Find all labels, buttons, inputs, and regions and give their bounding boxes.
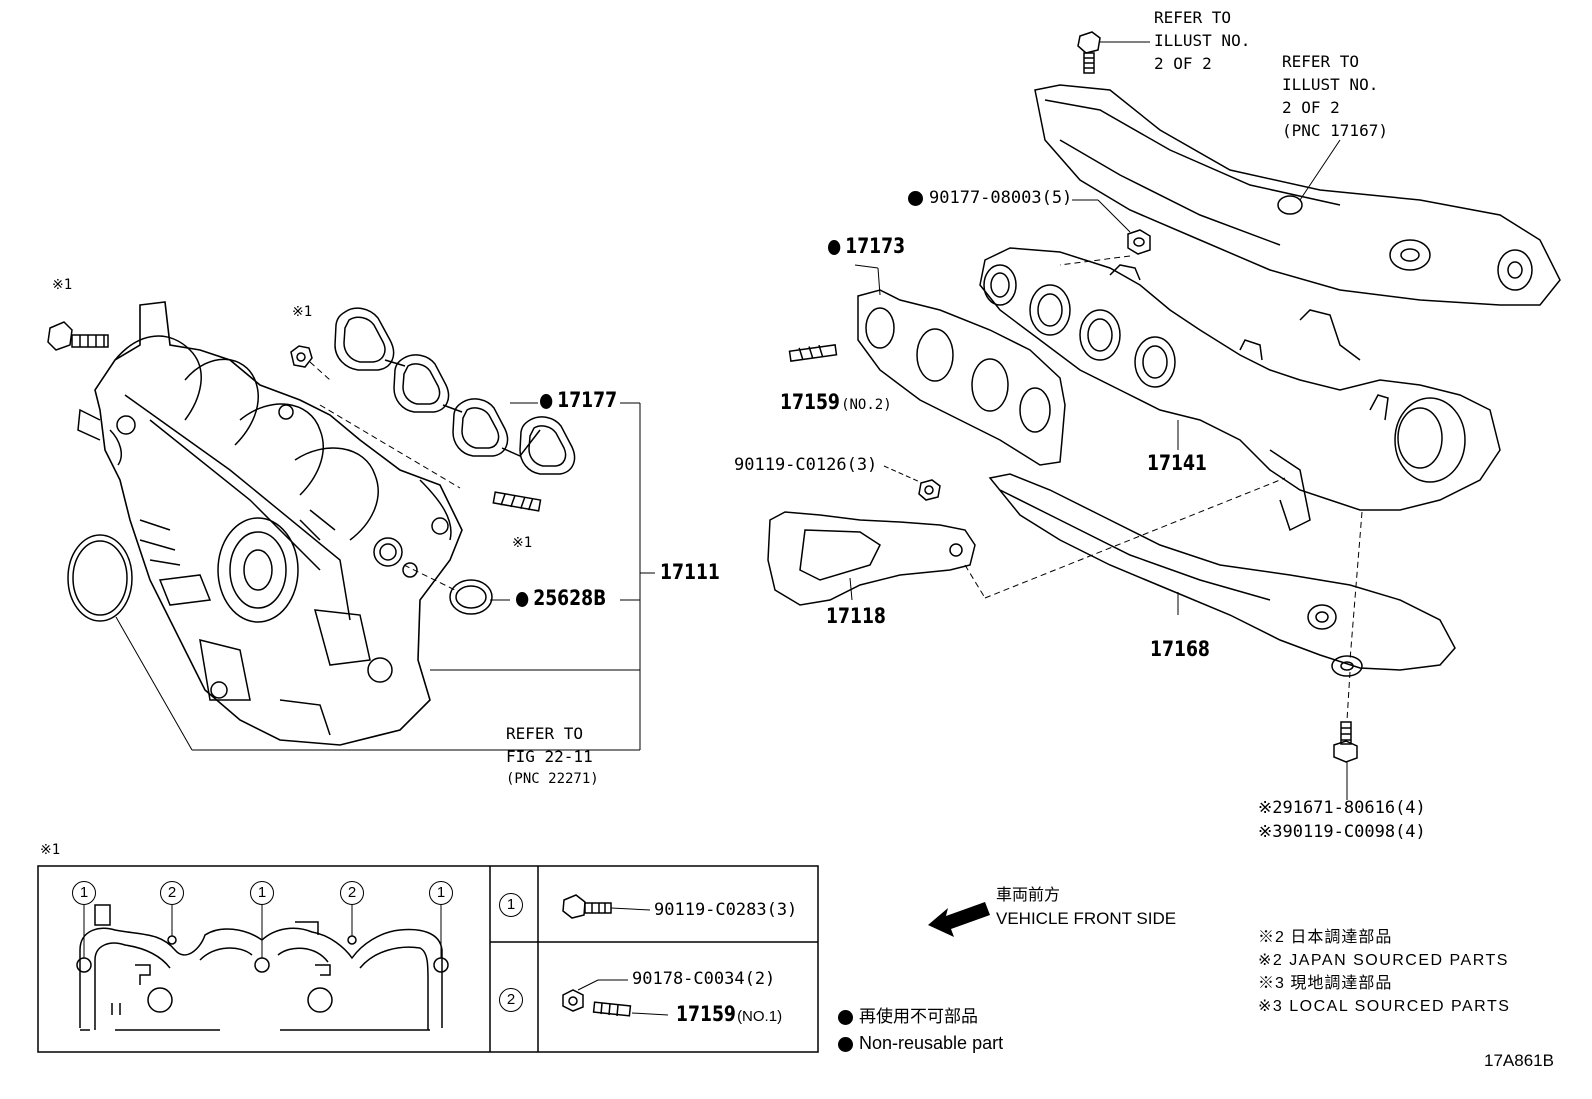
intake-gasket-drawing: [334, 307, 576, 475]
detail-bolt-drawing: [562, 894, 651, 919]
non-reusable-dot-icon: [908, 190, 923, 206]
part-label-90119-c0098[interactable]: ※390119-C0098(4): [1258, 822, 1426, 842]
part-label-17173[interactable]: 17173: [828, 236, 905, 257]
part-label-25628b[interactable]: 25628B: [516, 588, 606, 609]
upper-heat-insulator-drawing: [1034, 84, 1561, 306]
legend-local-sourced-en: ※3 LOCAL SOURCED PARTS: [1258, 998, 1511, 1015]
manifold-bracket-bolt-drawing: [883, 465, 941, 501]
exhaust-nut-drawing: [1059, 199, 1151, 266]
non-reusable-dot-icon: [516, 591, 529, 607]
legend-nonreusable-jp: 再使用不可部品: [838, 1008, 978, 1026]
assembly-bracket-17111: [430, 402, 655, 751]
heat-insulator-bolt-drawing: [1077, 31, 1150, 74]
part-label-90119-c0126[interactable]: 90119-C0126(3): [734, 455, 878, 475]
note1-marker-bolt: ※1: [52, 277, 73, 293]
stud-no2-drawing: [788, 344, 838, 362]
non-reusable-dot-icon: [540, 393, 553, 409]
non-reusable-dot-icon: [828, 239, 841, 255]
part-label-90119-c0283[interactable]: 90119-C0283(3): [654, 900, 798, 920]
legend-local-sourced-jp: ※3 現地調達部品: [1258, 975, 1393, 992]
throttle-gasket-drawing: [67, 534, 640, 751]
detail-row1-key: 1: [499, 893, 523, 917]
gasket-callout-1b: 1: [250, 881, 274, 905]
part-label-17118[interactable]: 17118: [826, 604, 886, 628]
exhaust-gasket-drawing: [854, 264, 1066, 466]
gasket-callout-2a: 2: [160, 881, 184, 905]
egr-gasket-drawing: [403, 564, 493, 615]
part-label-17159-no2[interactable]: 17159(NO.2): [780, 390, 892, 414]
direction-label-en: VEHICLE FRONT SIDE: [996, 909, 1177, 928]
gasket-callout-2b: 2: [340, 881, 364, 905]
gasket-callout-1c: 1: [429, 881, 453, 905]
direction-label-jp: 車両前方: [996, 887, 1061, 904]
note1-marker-nut: ※1: [292, 304, 313, 320]
manifold-bracket-drawing: [767, 477, 1286, 606]
part-label-17111[interactable]: 17111: [660, 560, 720, 584]
note1-marker-stud: ※1: [512, 535, 533, 551]
detail-table-frame: [37, 865, 819, 1053]
stud-drawing: [492, 491, 542, 512]
figure-id: 17A861B: [1484, 1051, 1554, 1070]
vehicle-front-arrow: [928, 902, 990, 937]
legend-jp-sourced-en: ※2 JAPAN SOURCED PARTS: [1258, 952, 1509, 969]
non-reusable-dot-icon: [838, 1036, 853, 1052]
legend-nonreusable-en: Non-reusable part: [838, 1034, 1003, 1052]
gasket-callout-1a: 1: [72, 881, 96, 905]
bolt-top-left-drawing: [47, 321, 109, 351]
detail-row2-key: 2: [499, 988, 523, 1012]
legend-jp-sourced-jp: ※2 日本調達部品: [1258, 929, 1393, 946]
detail-gasket-outline: [76, 904, 449, 1031]
part-label-17141[interactable]: 17141: [1147, 451, 1207, 475]
exhaust-manifold-drawing: [979, 247, 1501, 532]
detail-table-marker: ※1: [40, 842, 61, 858]
part-label-17177[interactable]: 17177: [540, 390, 617, 411]
part-label-90178-c0034[interactable]: 90178-C0034(2): [632, 969, 776, 989]
part-label-17159-no1[interactable]: 17159(NO.1): [676, 1002, 783, 1026]
part-label-90177-08003[interactable]: 90177-08003(5): [908, 190, 1072, 207]
lower-heat-insulator-drawing: [988, 473, 1456, 721]
nut-drawing: [290, 345, 331, 381]
intake-manifold-drawing: [77, 301, 463, 746]
lower-insulator-bolt-drawing: [1333, 721, 1358, 800]
part-label-17168[interactable]: 17168: [1150, 637, 1210, 661]
part-label-91671-80616[interactable]: ※291671-80616(4): [1258, 798, 1426, 818]
non-reusable-dot-icon: [838, 1010, 853, 1026]
detail-nut-stud-drawing: [562, 979, 669, 1017]
